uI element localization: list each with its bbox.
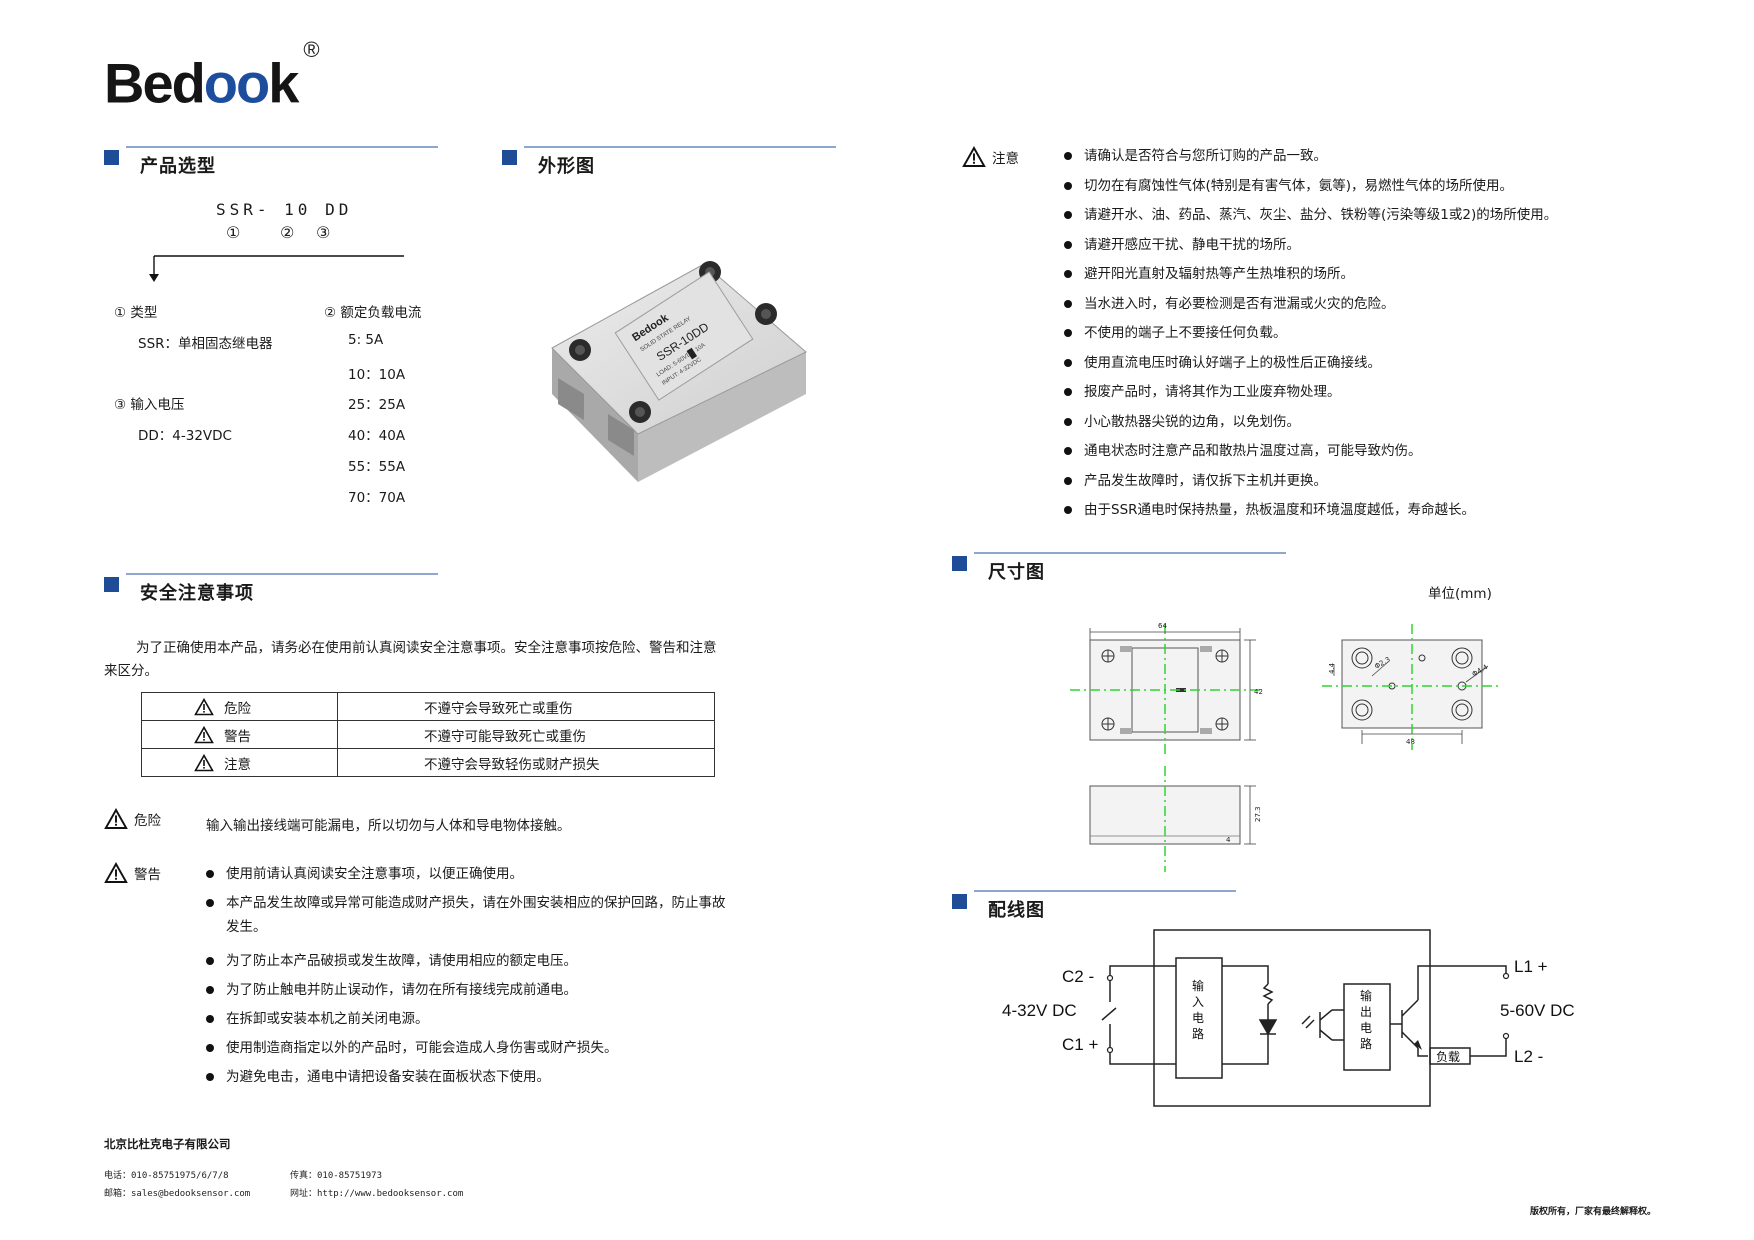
footer-fax: 传真：010-85751973 xyxy=(290,1171,383,1181)
svg-text:路: 路 xyxy=(1360,1036,1372,1051)
list-item: 为避免电击，通电中请把设备安装在面板状态下使用。 xyxy=(206,1065,796,1089)
svg-text:48: 48 xyxy=(1406,738,1415,746)
list-item: 本产品发生故障或异常可能造成财产损失，请在外围安装相应的保护回路，防止事故发生。 xyxy=(206,891,796,939)
svg-text:出: 出 xyxy=(1360,1005,1372,1019)
list-item: 避开阳光直射及辐射热等产生热堆积的场所。 xyxy=(1064,262,1704,286)
current-item: 10：10A xyxy=(348,367,406,383)
current-item: 55：55A xyxy=(348,459,406,475)
footer-email: 邮箱：sales@bedooksensor.com xyxy=(104,1189,251,1199)
current-item: 5: 5A xyxy=(348,332,384,348)
notice-list: 请确认是否符合与您所订购的产品一致。 切勿在有腐蚀性气体(特别是有害气体，氨等)… xyxy=(1064,144,1704,522)
voltage-value: DD：4-32VDC xyxy=(138,428,232,444)
company-name: 北京比杜克电子有限公司 xyxy=(104,1137,231,1151)
safety-level-table: 危险 不遵守会导致死亡或重伤 警告 不遵守可能导致死亡或重伤 注意 不遵守会导致… xyxy=(141,692,715,777)
list-item: 通电状态时注意产品和散热片温度过高，可能导致灼伤。 xyxy=(1064,439,1704,463)
model-mark-3: ③ xyxy=(316,223,331,242)
table-row: 警告 不遵守可能导致死亡或重伤 xyxy=(141,720,715,749)
section-header-appearance: 外形图 xyxy=(502,146,836,177)
list-item: 由于SSR通电时保持热量，热板温度和环境温度越低，寿命越长。 xyxy=(1064,498,1704,522)
warning-triangle-icon xyxy=(194,697,214,715)
warning-triangle-icon xyxy=(194,753,214,771)
svg-text:4: 4 xyxy=(1226,836,1231,844)
model-code: SSR- 10 DD xyxy=(216,200,353,219)
footer-web: 网址：http://www.bedooksensor.com xyxy=(290,1189,464,1199)
current-label: ② 额定负载电流 xyxy=(324,305,422,321)
warning-triangle-icon xyxy=(104,808,128,829)
model-arrow xyxy=(149,255,404,282)
list-item: 不使用的端子上不要接任何负载。 xyxy=(1064,321,1704,345)
table-row: 注意 不遵守会导致轻伤或财产损失 xyxy=(141,748,715,777)
danger-text: 输入输出接线端可能漏电，所以切勿与人体和导电物体接触。 xyxy=(206,818,571,834)
relay-photo: Bedook SOLID STATE RELAY SSR-10DD LOAD: … xyxy=(551,261,807,482)
c1-label: C1 + xyxy=(1062,1035,1098,1054)
list-item: 请避开感应干扰、静电干扰的场所。 xyxy=(1064,233,1704,257)
brand-logo: Bedook® xyxy=(104,37,320,115)
section-header-safety: 安全注意事项 xyxy=(104,573,438,604)
list-item: 小心散热器尖锐的边角，以免划伤。 xyxy=(1064,410,1704,434)
safety-intro: 为了正确使用本产品，请务必在使用前认真阅读安全注意事项。安全注意事项按危险、警告… xyxy=(136,640,717,656)
type-value: SSR：单相固态继电器 xyxy=(138,336,273,352)
danger-heading: 危险 xyxy=(104,808,161,830)
current-item: 25：25A xyxy=(348,397,406,413)
l2-label: L2 - xyxy=(1514,1047,1543,1066)
warning-heading: 警告 xyxy=(104,862,161,884)
section-header-dimension: 尺寸图 xyxy=(952,552,1286,583)
list-item: 切勿在有腐蚀性气体(特别是有害气体，氨等)，易燃性气体的场所使用。 xyxy=(1064,174,1704,198)
output-circuit-label: 输 出 电 路 xyxy=(1360,988,1372,1051)
table-row: 危险 不遵守会导致死亡或重伤 xyxy=(141,692,715,721)
notice-heading: 注意 xyxy=(962,146,1019,168)
list-item: 在拆卸或安装本机之前关闭电源。 xyxy=(206,1007,796,1031)
dimension-front-side-view: 64 42 27.3 4 xyxy=(1070,622,1263,872)
copyright-note: 版权所有，厂家有最终解释权。 xyxy=(1530,1207,1657,1217)
warning-triangle-icon xyxy=(962,146,986,167)
current-item: 70：70A xyxy=(348,490,406,506)
svg-text:路: 路 xyxy=(1192,1026,1204,1041)
warning-triangle-icon xyxy=(104,862,128,883)
list-item: 请确认是否符合与您所订购的产品一致。 xyxy=(1064,144,1704,168)
dimension-bottom-view: 48 4.4 Φ2.3 Φ4.4 xyxy=(1322,624,1502,750)
current-item: 40：40A xyxy=(348,428,406,444)
svg-text:输: 输 xyxy=(1192,978,1204,993)
load-label: 负载 xyxy=(1436,1050,1460,1064)
list-item: 使用直流电压时确认好端子上的极性后正确接线。 xyxy=(1064,351,1704,375)
input-voltage-label: 4-32V DC xyxy=(1002,1001,1077,1020)
svg-text:入: 入 xyxy=(1192,995,1204,1009)
svg-text:27.3: 27.3 xyxy=(1254,806,1262,822)
c2-label: C2 - xyxy=(1062,967,1094,986)
svg-text:4.4: 4.4 xyxy=(1328,662,1336,674)
warning-list: 使用前请认真阅读安全注意事项，以便正确使用。 本产品发生故障或异常可能造成财产损… xyxy=(206,862,796,1089)
wiring-diagram: C2 - 4-32V DC C1 + L1 + 5-60V DC L2 - 负载… xyxy=(1002,929,1575,1107)
list-item: 当水进入时，有必要检测是否有泄漏或火灾的危险。 xyxy=(1064,292,1704,316)
list-item: 使用前请认真阅读安全注意事项，以便正确使用。 xyxy=(206,862,796,886)
list-item: 产品发生故障时，请仅拆下主机并更换。 xyxy=(1064,469,1704,493)
list-item: 为了防止触电并防止误动作，请勿在所有接线完成前通电。 xyxy=(206,978,796,1002)
model-mark-2: ② xyxy=(280,223,295,242)
section-header-wiring: 配线图 xyxy=(952,890,1236,921)
safety-intro-cont: 来区分。 xyxy=(104,663,158,679)
output-voltage-label: 5-60V DC xyxy=(1500,1001,1575,1020)
svg-text:电: 电 xyxy=(1192,1011,1204,1025)
list-item: 使用制造商指定以外的产品时，可能会造成人身伤害或财产损失。 xyxy=(206,1036,796,1060)
l1-label: L1 + xyxy=(1514,957,1548,976)
svg-text:输: 输 xyxy=(1360,988,1372,1003)
section-header-product: 产品选型 xyxy=(104,146,438,177)
warning-triangle-icon xyxy=(194,725,214,743)
footer-phone: 电话：010-85751975/6/7/8 xyxy=(104,1171,229,1181)
input-circuit-label: 输 入 电 路 xyxy=(1192,978,1204,1041)
list-item: 请避开水、油、药品、蒸汽、灰尘、盐分、铁粉等(污染等级1或2)的场所使用。 xyxy=(1064,203,1704,227)
unit-label: 单位(mm) xyxy=(1428,586,1492,602)
type-label: ① 类型 xyxy=(114,305,158,321)
svg-text:42: 42 xyxy=(1254,688,1263,696)
svg-text:64: 64 xyxy=(1158,622,1167,630)
svg-text:电: 电 xyxy=(1360,1021,1372,1035)
list-item: 报废产品时，请将其作为工业废弃物处理。 xyxy=(1064,380,1704,404)
voltage-label: ③ 输入电压 xyxy=(114,397,185,413)
list-item: 为了防止本产品破损或发生故障，请使用相应的额定电压。 xyxy=(206,949,796,973)
model-mark-1: ① xyxy=(226,223,241,242)
